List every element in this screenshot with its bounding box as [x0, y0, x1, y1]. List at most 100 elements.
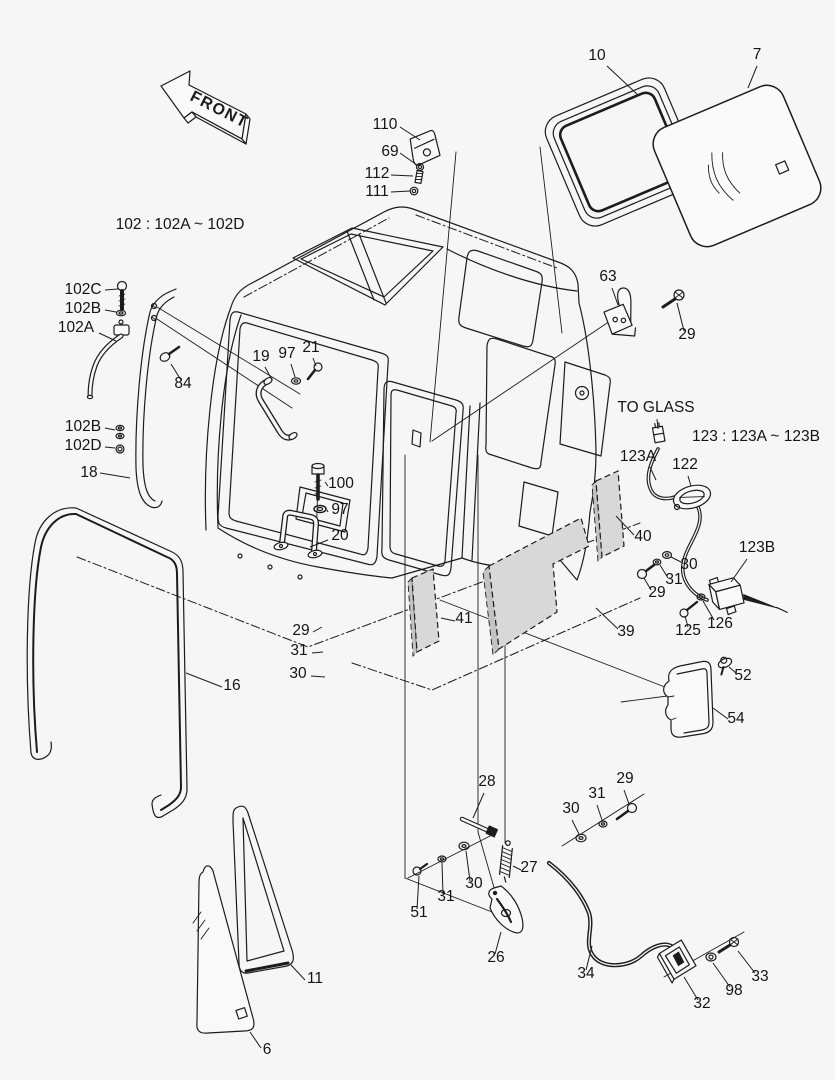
leader-line — [730, 558, 748, 583]
part-label-29: 29 — [292, 622, 309, 639]
part-label-102D: 102D — [64, 437, 101, 454]
part-label-97: 97 — [331, 501, 348, 518]
leader-line — [309, 539, 329, 548]
fastener-set-right — [636, 550, 673, 580]
part-label-63: 63 — [599, 268, 616, 285]
leader-line — [416, 875, 420, 910]
part-label-31: 31 — [290, 642, 307, 659]
leader-line — [390, 190, 411, 193]
part-102D-nut — [115, 444, 125, 454]
leader-line — [712, 962, 731, 988]
leader-line — [104, 309, 117, 313]
leader-line — [170, 363, 182, 381]
leader-line — [684, 615, 689, 628]
part-label-30: 30 — [562, 800, 580, 817]
leader-line — [310, 675, 326, 678]
leader-line — [615, 515, 635, 536]
leader-line — [98, 332, 117, 342]
leader-line — [441, 862, 444, 895]
leader-line — [440, 617, 456, 622]
leader-line — [712, 707, 729, 720]
part-label-84: 84 — [174, 375, 192, 392]
part-52-screw — [717, 656, 733, 676]
part-label-18: 18 — [80, 464, 97, 481]
part-31-washer-left — [437, 855, 447, 863]
part-7-window-glass — [652, 84, 822, 248]
leader-line — [596, 804, 603, 821]
leader-line — [472, 792, 485, 819]
leader-line — [185, 672, 223, 688]
part-label-97: 97 — [278, 345, 295, 362]
leader-line — [399, 126, 421, 141]
leader-line — [571, 819, 580, 835]
part-97-washer-upper — [290, 377, 302, 385]
part-126-washer — [696, 593, 706, 601]
leader-line — [390, 174, 414, 177]
leader-line — [311, 651, 324, 654]
part-label-33: 33 — [751, 968, 768, 985]
part-label-16: 16 — [223, 677, 240, 694]
leader-line — [104, 288, 119, 291]
to-glass-connector — [651, 422, 666, 444]
part-112-stud — [414, 169, 424, 185]
part-125-bolt — [679, 600, 699, 618]
part-label-20: 20 — [331, 527, 349, 544]
part-84-bolt — [159, 345, 181, 362]
leader-line — [290, 964, 306, 981]
part-33-bolt — [717, 936, 740, 954]
leader-line — [702, 600, 715, 621]
panel-41 — [411, 568, 440, 653]
part-label-123B: 123B — [739, 539, 775, 556]
part-63-latch-bracket — [603, 287, 637, 337]
leader-line — [249, 1031, 262, 1049]
part-label-98: 98 — [725, 982, 742, 999]
leader-line — [326, 509, 329, 513]
part-19-handle — [255, 376, 298, 441]
leader-line — [512, 865, 522, 871]
part-label-102B: 102B — [65, 300, 101, 317]
leader-line — [683, 976, 699, 1001]
part-18-seal-strip — [135, 288, 177, 509]
part-label-7: 7 — [753, 46, 762, 63]
leader-line — [399, 152, 418, 166]
part-label-102-102A-102D: 102 : 102A ~ 102D — [116, 216, 245, 233]
part-label-30: 30 — [289, 665, 307, 682]
leader-line — [659, 564, 669, 579]
leader-line — [656, 418, 659, 430]
leader-line — [494, 931, 502, 955]
part-label-26: 26 — [487, 949, 504, 966]
part-label-31: 31 — [437, 888, 454, 905]
leader-lines-layer — [98, 65, 758, 1049]
part-label-112: 112 — [365, 165, 390, 182]
cab-body-wireframe — [76, 206, 641, 691]
part-label-102A: 102A — [58, 319, 95, 336]
part-16-door-seal — [26, 507, 188, 819]
part-32-striker — [656, 939, 697, 984]
part-label-111: 111 — [365, 183, 389, 200]
part-102C-bolt — [116, 280, 128, 311]
part-label-31: 31 — [588, 785, 605, 802]
part-123A-cable — [646, 422, 709, 602]
leader-line — [670, 556, 684, 564]
part-11-quarter-seal — [232, 805, 294, 974]
leader-line — [264, 366, 273, 381]
part-label-6: 6 — [263, 1041, 272, 1058]
leader-line — [687, 475, 692, 487]
leader-line — [611, 287, 619, 306]
part-111-nut — [409, 186, 419, 196]
part-102B-washers-lower — [115, 424, 125, 440]
leader-line — [290, 363, 296, 378]
leader-line — [595, 607, 619, 630]
part-29-bolt-top — [661, 289, 685, 309]
part-label-29: 29 — [648, 584, 665, 601]
part-label-125: 125 — [675, 622, 701, 639]
part-label-29: 29 — [616, 770, 633, 787]
leader-line — [676, 302, 685, 332]
part-label-31: 31 — [665, 571, 682, 588]
part-102A-tube — [86, 319, 130, 400]
part-26-latch-plate — [488, 885, 524, 934]
part-label-122: 122 — [672, 456, 698, 473]
leader-line — [737, 950, 756, 974]
leader-line — [104, 446, 116, 449]
part-51-bolt — [412, 862, 429, 876]
